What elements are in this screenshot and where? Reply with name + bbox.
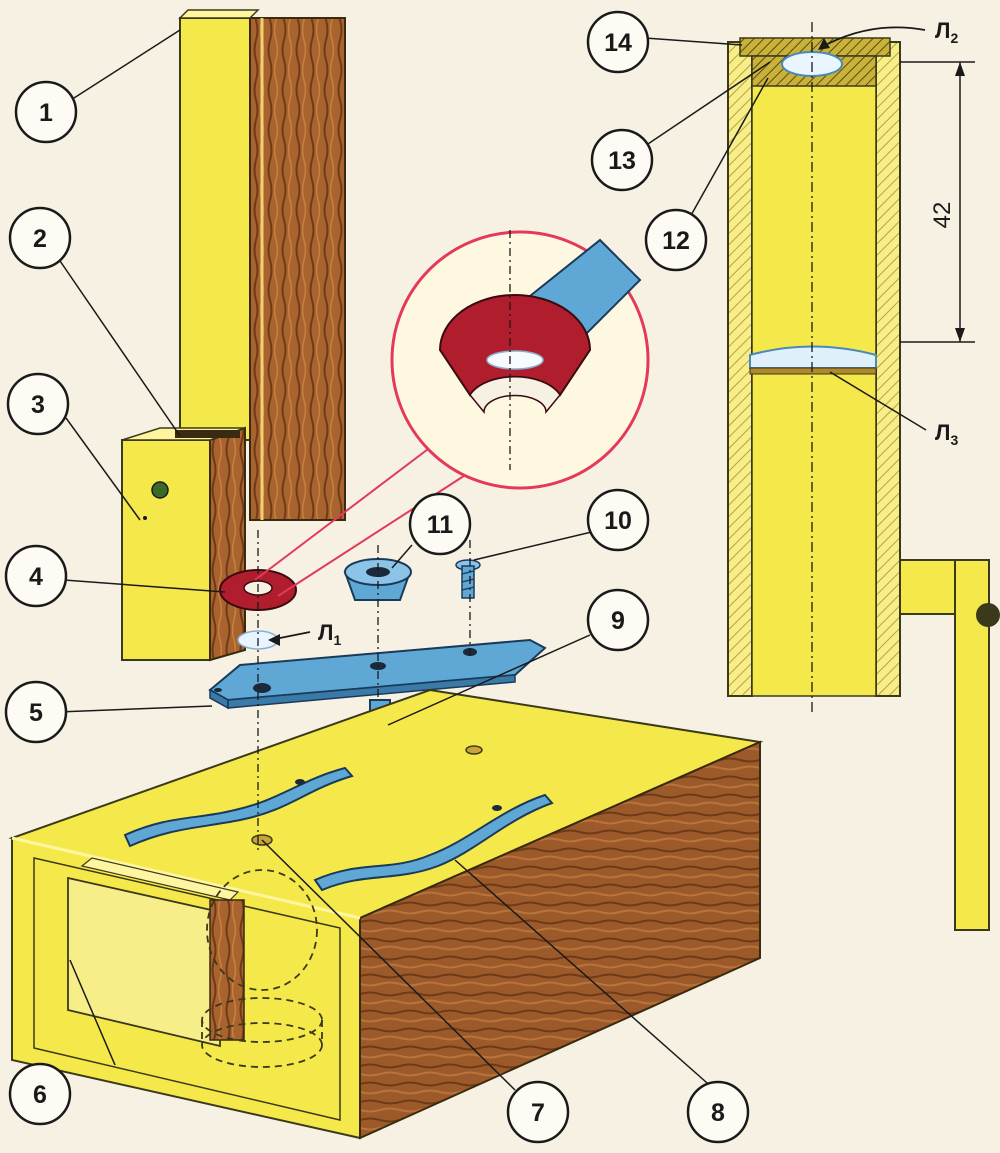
callout-2: 2	[8, 206, 72, 270]
lens-subscript: 3	[950, 432, 958, 448]
callout-number: 10	[604, 507, 632, 535]
lens-letter: Л	[935, 420, 950, 445]
callout-3: 3	[6, 372, 70, 436]
lens-subscript: 2	[950, 30, 958, 46]
dimension-label: 42	[929, 202, 956, 229]
callout-13: 13	[590, 128, 654, 192]
lens-label-l3: Л3	[935, 420, 958, 448]
lens-letter: Л	[935, 18, 950, 43]
callout-number: 11	[427, 511, 454, 539]
vertical-column-part-1	[178, 9, 346, 521]
callout-number: 6	[33, 1081, 47, 1109]
hole-screw-mount	[465, 745, 483, 755]
callout-number: 1	[39, 99, 53, 127]
lens-subscript: 1	[333, 632, 341, 648]
tube-cross-section	[727, 22, 901, 715]
callout-11: 11	[408, 492, 472, 556]
callout-7: 7	[506, 1080, 570, 1144]
callout-number: 4	[29, 563, 43, 591]
callout-14: 14	[586, 10, 650, 74]
screw-part-10	[455, 559, 481, 599]
battery-door-part-6	[67, 857, 245, 1048]
contact-spring-part-8	[123, 766, 554, 892]
lens-letter: Л	[318, 620, 333, 645]
callout-number: 9	[611, 607, 625, 635]
callout-12: 12	[644, 208, 708, 272]
assembly-axis-lines	[257, 530, 471, 850]
callout-5: 5	[4, 680, 68, 744]
clamp-block-part-3	[121, 426, 246, 662]
detail-magnifier	[254, 230, 650, 597]
lens-label-l2: Л2	[935, 18, 958, 46]
lens-l2-arrowhead	[818, 38, 830, 50]
callout-number: 2	[33, 225, 47, 253]
dimension-42	[900, 61, 975, 343]
callout-8: 8	[686, 1080, 750, 1144]
callout-1: 1	[14, 80, 78, 144]
callout-number: 14	[604, 29, 632, 57]
callout-number: 7	[531, 1099, 545, 1127]
lens-l1-arrowhead	[268, 634, 280, 646]
lens-l2-arrow	[819, 26, 926, 49]
side-bracket	[899, 559, 1000, 931]
callout-4: 4	[4, 544, 68, 608]
lens-label-l1: Л1	[318, 620, 341, 648]
callout-number: 8	[711, 1099, 725, 1127]
callout-6: 6	[8, 1062, 72, 1126]
callout-10: 10	[586, 488, 650, 552]
battery-outline-hidden	[201, 869, 323, 1068]
callout-number: 3	[31, 391, 45, 419]
mounting-strap-part-5	[208, 638, 547, 710]
callout-number: 13	[608, 147, 636, 175]
callout-9: 9	[586, 588, 650, 652]
callout-number: 5	[29, 699, 43, 727]
callout-number: 12	[662, 227, 690, 255]
